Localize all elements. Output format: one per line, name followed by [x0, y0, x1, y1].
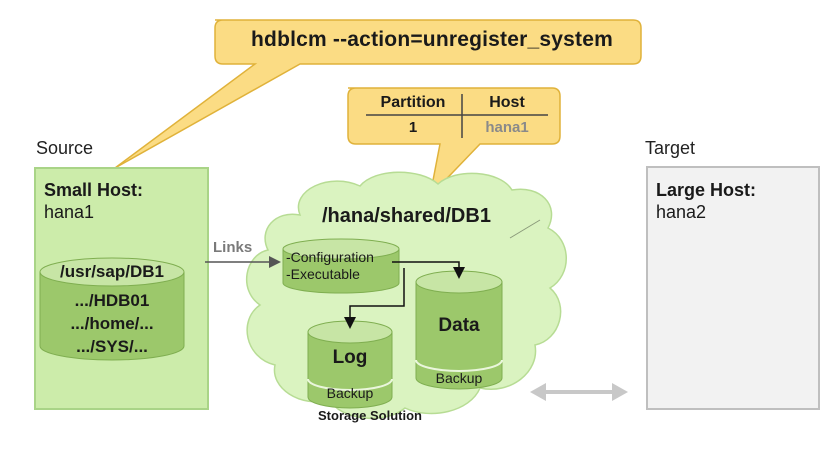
table-header-partition: Partition [380, 94, 446, 111]
log-backup-label: Backup [326, 385, 374, 401]
table-cell-partition: 1 [408, 119, 418, 136]
data-label: Data [438, 315, 480, 336]
shared-path-title: /hana/shared/DB1 [322, 205, 491, 227]
source-cylinder-line-1: .../HDB01 [74, 291, 150, 310]
source-cylinder-line-3: .../SYS/... [76, 337, 148, 356]
command-text: hdblcm --action=unregister_system [251, 28, 613, 51]
log-label: Log [332, 347, 368, 368]
config-to-log-arrow [344, 268, 405, 329]
source-cylinder-shape [39, 257, 185, 361]
target-host-title: Large Host: [656, 180, 757, 200]
target-host-box [646, 166, 820, 410]
data-backup-label: Backup [435, 370, 483, 386]
storage-solution-label: Storage Solution [318, 408, 422, 423]
target-label: Target [645, 138, 696, 158]
config-line-2: -Executable [286, 266, 360, 282]
data-cylinder-shape [415, 270, 503, 390]
source-host-name: hana1 [44, 202, 95, 222]
source-host-title: Small Host: [44, 180, 144, 200]
table-cell-host: hana1 [485, 119, 529, 136]
config-cylinder-shape [282, 238, 400, 294]
source-cylinder-line-2: .../home/... [70, 314, 154, 333]
double-arrow-icon [530, 383, 628, 401]
log-cylinder-shape [307, 320, 393, 409]
config-line-1: -Configuration [286, 249, 374, 265]
table-header-host: Host [489, 94, 525, 111]
links-label: Links [213, 239, 253, 256]
target-host-name: hana2 [656, 202, 707, 222]
source-cylinder-top-label: /usr/sap/DB1 [60, 262, 164, 281]
config-to-data-arrow [392, 261, 465, 279]
source-label: Source [36, 138, 94, 158]
